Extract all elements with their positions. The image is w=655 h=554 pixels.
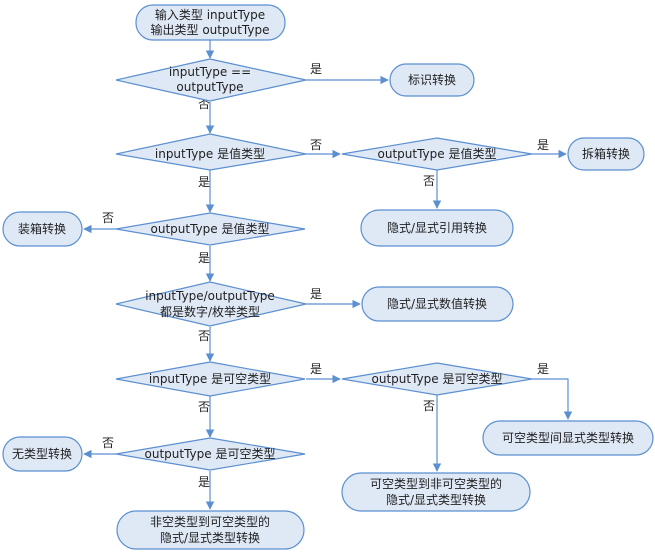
decision-output-is-nullable-left-label: outputType 是可空类型	[145, 447, 276, 461]
decision-output-is-value-type-left: outputType 是值类型	[115, 212, 306, 246]
label-yes: 是	[198, 475, 210, 489]
start-node: 输入类型 inputType 输出类型 outputType	[135, 4, 286, 41]
decision-input-equals-output-line-2: outputType	[176, 80, 243, 94]
non-nullable-to-nullable-line-2: 隐式/显式类型转换	[160, 530, 260, 545]
implicit-explicit-reference-label: 隐式/显式引用转换	[387, 220, 487, 235]
no-conversion-label: 无类型转换	[12, 446, 72, 461]
decision-input-is-value-type-label: inputType 是值类型	[155, 146, 265, 161]
decision-input-equals-output: inputType == outputType	[115, 58, 307, 102]
decision-numeric-enum: inputType/outputType 都是数字/枚举类型	[115, 281, 307, 327]
implicit-explicit-numeric-node: 隐式/显式数值转换	[361, 286, 514, 322]
nullable-to-non-nullable-node: 可空类型到非可空类型的 隐式/显式类型转换	[341, 472, 531, 512]
decision-output-is-nullable-right: outputType 是可空类型	[341, 362, 533, 396]
label-no: 否	[198, 400, 210, 414]
boxing-node: 装箱转换	[2, 211, 83, 247]
unboxing-node: 拆箱转换	[567, 137, 645, 171]
non-nullable-to-nullable-line-1: 非空类型到可空类型的	[150, 514, 270, 529]
start-node-line-2: 输出类型 outputType	[151, 22, 270, 37]
non-nullable-to-nullable-node: 非空类型到可空类型的 隐式/显式类型转换	[116, 510, 305, 550]
decision-output-is-nullable-left: outputType 是可空类型	[115, 437, 306, 471]
decision-input-equals-output-line-1: inputType ==	[169, 65, 251, 79]
identity-conversion-label: 标识转换	[408, 72, 456, 87]
label-no: 否	[310, 138, 322, 152]
decision-input-is-value-type: inputType 是值类型	[115, 133, 307, 171]
identity-conversion-node: 标识转换	[389, 63, 475, 97]
label-yes: 是	[310, 362, 322, 376]
label-yes: 是	[310, 62, 322, 76]
label-yes: 是	[310, 287, 322, 301]
label-yes: 是	[537, 362, 549, 376]
label-no: 否	[102, 436, 114, 450]
decision-numeric-enum-line-2: 都是数字/枚举类型	[160, 304, 260, 319]
implicit-explicit-reference-node: 隐式/显式引用转换	[360, 209, 514, 247]
label-no: 否	[198, 329, 210, 343]
edge-out-nullable-right-to-between	[532, 378, 573, 420]
label-no: 否	[423, 174, 435, 188]
decision-input-is-nullable: inputType 是可空类型	[115, 361, 306, 397]
decision-output-is-value-type-right: outputType 是值类型	[341, 137, 533, 171]
label-yes: 是	[198, 175, 210, 189]
label-yes: 是	[537, 138, 549, 152]
label-yes: 是	[198, 251, 210, 265]
nullable-to-non-nullable-line-1: 可空类型到非可空类型的	[370, 476, 502, 491]
boxing-label: 装箱转换	[18, 221, 66, 236]
start-node-line-1: 输入类型 inputType	[155, 7, 265, 22]
decision-output-is-value-type-left-label: outputType 是值类型	[151, 221, 270, 236]
edge-labels: 是 否 否 是 否 是 否 是 是 否 是 是 否 否 否 是	[102, 62, 549, 489]
no-conversion-node: 无类型转换	[2, 436, 83, 472]
decision-output-is-value-type-right-label: outputType 是值类型	[378, 146, 497, 161]
implicit-explicit-numeric-label: 隐式/显式数值转换	[387, 296, 487, 311]
flowchart-nodes: 输入类型 inputType 输出类型 outputType inputType…	[2, 4, 654, 550]
flowchart-edges	[83, 40, 573, 510]
decision-numeric-enum-line-1: inputType/outputType	[145, 289, 275, 303]
unboxing-label: 拆箱转换	[582, 146, 630, 161]
decision-input-is-nullable-label: inputType 是可空类型	[149, 372, 271, 386]
nullable-to-non-nullable-line-2: 隐式/显式类型转换	[386, 492, 486, 507]
label-no: 否	[102, 211, 114, 225]
decision-output-is-nullable-right-label: outputType 是可空类型	[372, 372, 503, 386]
label-no: 否	[423, 399, 435, 413]
nullable-between-explicit-label: 可空类型间显式类型转换	[502, 430, 634, 445]
nullable-between-explicit-node: 可空类型间显式类型转换	[482, 420, 654, 456]
